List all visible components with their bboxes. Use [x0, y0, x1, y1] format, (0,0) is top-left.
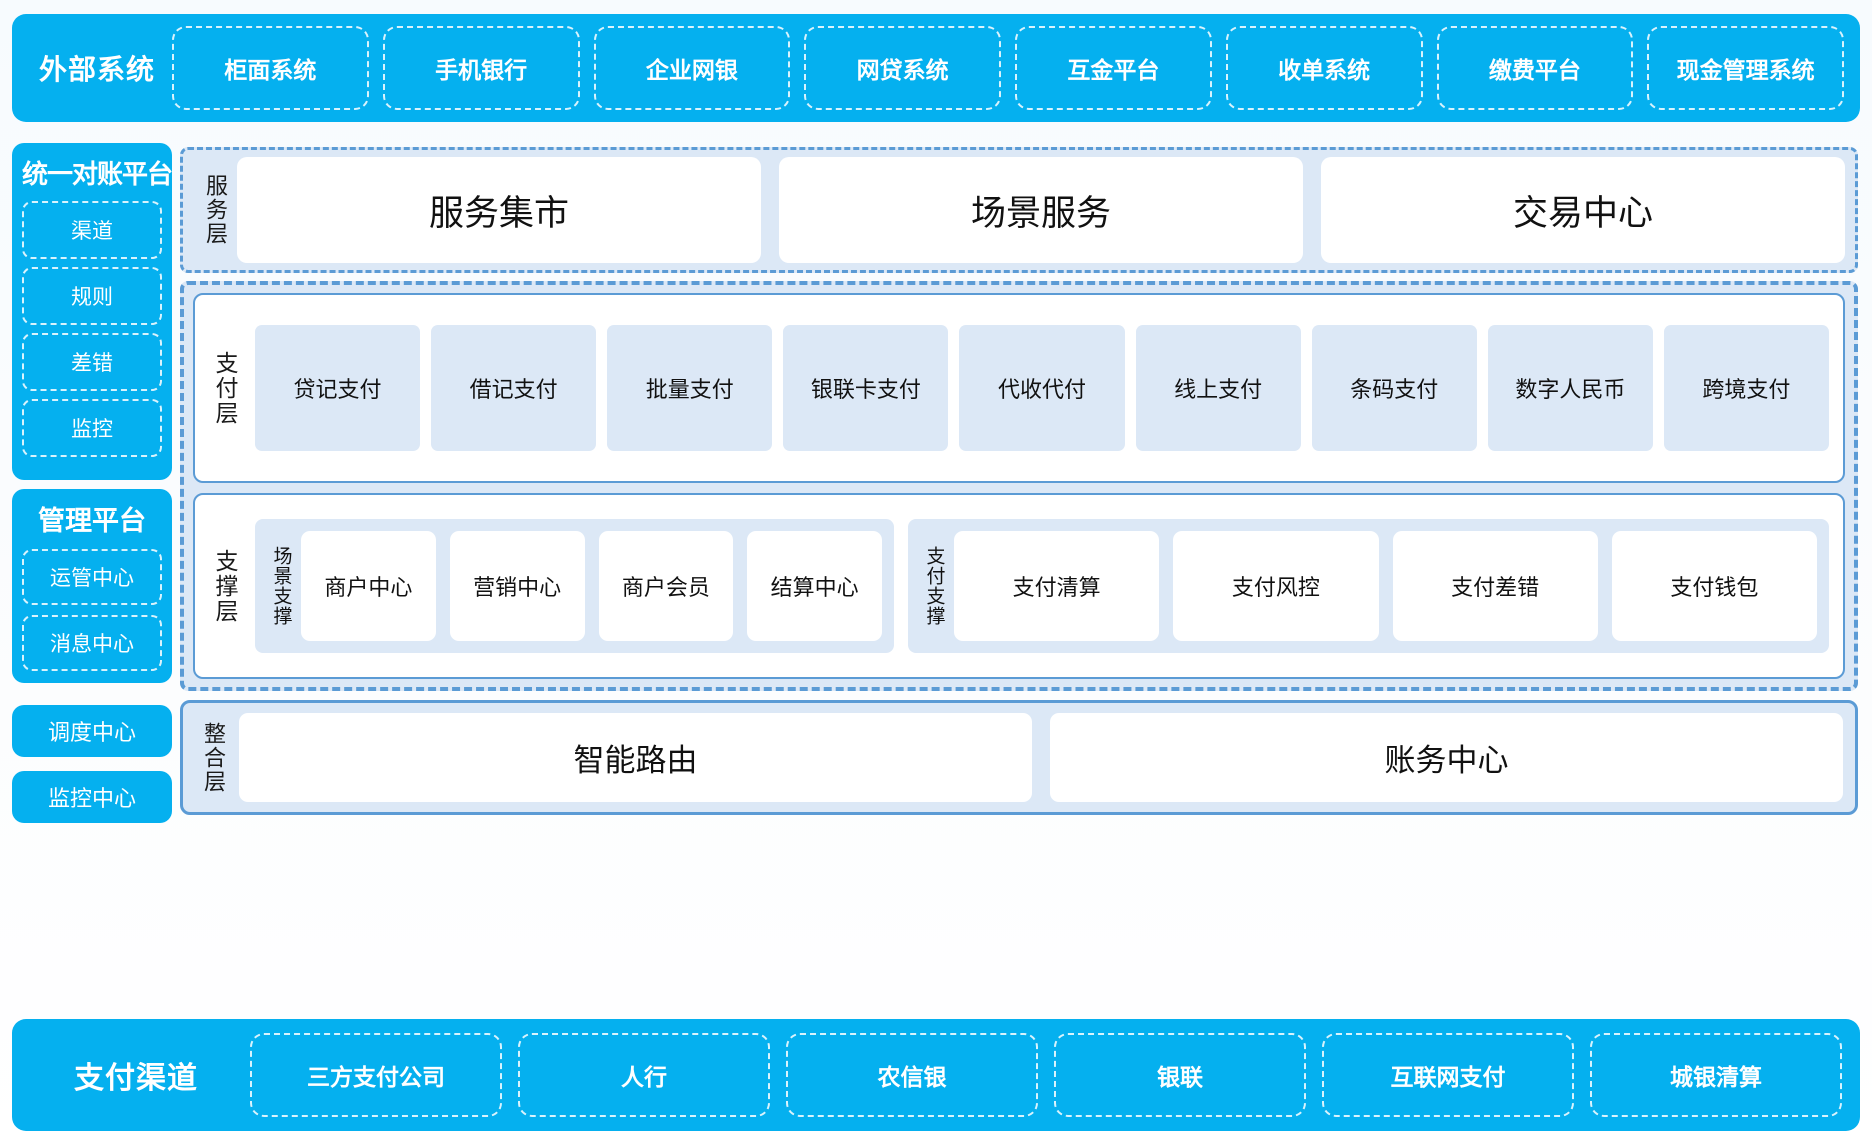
payment-channel-item[interactable]: 城银清算	[1590, 1033, 1842, 1117]
support-group-payment-list: 支付清算 支付风控 支付差错 支付钱包	[954, 531, 1817, 641]
integration-layer-label: 整合层	[201, 721, 226, 794]
integration-card-accounting-center[interactable]: 账务中心	[1050, 713, 1843, 802]
external-system-item[interactable]: 柜面系统	[172, 26, 369, 110]
payment-channel-item[interactable]: 互联网支付	[1322, 1033, 1574, 1117]
support-card-settlement-center[interactable]: 结算中心	[747, 531, 882, 641]
payment-channel-item[interactable]: 三方支付公司	[250, 1033, 502, 1117]
service-card-transaction-center[interactable]: 交易中心	[1321, 157, 1845, 263]
sidebar-item-monitor[interactable]: 监控	[22, 399, 162, 457]
support-card-payment-clearing[interactable]: 支付清算	[954, 531, 1160, 641]
external-system-item[interactable]: 现金管理系统	[1647, 26, 1844, 110]
payment-layer-panel: 支付层 贷记支付 借记支付 批量支付 银联卡支付 代收代付 线上支付 条码支付 …	[193, 293, 1845, 483]
sidebar-item-scheduling-center[interactable]: 调度中心	[12, 705, 172, 757]
service-card-marketplace[interactable]: 服务集市	[237, 157, 761, 263]
external-system-item[interactable]: 网贷系统	[804, 26, 1001, 110]
sidebar-item-message-center[interactable]: 消息中心	[22, 615, 162, 671]
support-group-payment: 支付支撑 支付清算 支付风控 支付差错 支付钱包	[908, 519, 1829, 653]
sidebar-item-rule[interactable]: 规则	[22, 267, 162, 325]
support-group-scenario: 场景支撑 商户中心 营销中心 商户会员 结算中心	[255, 519, 894, 653]
support-layer-groups: 场景支撑 商户中心 营销中心 商户会员 结算中心 支付支撑 支付清算 支付风控 …	[251, 501, 1833, 671]
payment-card-digital-rmb[interactable]: 数字人民币	[1487, 325, 1653, 451]
external-system-item[interactable]: 互金平台	[1015, 26, 1212, 110]
payment-card-barcode[interactable]: 条码支付	[1311, 325, 1477, 451]
payment-channels-list: 三方支付公司 人行 农信银 银联 互联网支付 城银清算	[250, 1033, 1842, 1117]
external-systems-bar: 外部系统 柜面系统 手机银行 企业网银 网贷系统 互金平台 收单系统 缴费平台 …	[12, 14, 1860, 122]
sidebar-item-monitoring-center[interactable]: 监控中心	[12, 771, 172, 823]
support-card-merchant-center[interactable]: 商户中心	[301, 531, 436, 641]
payment-card-unionpay[interactable]: 银联卡支付	[783, 325, 949, 451]
external-system-item[interactable]: 缴费平台	[1436, 26, 1634, 110]
sidebar-item-channel[interactable]: 渠道	[22, 201, 162, 259]
payment-layer-label: 支付层	[212, 350, 238, 426]
payment-card-credit[interactable]: 贷记支付	[255, 325, 421, 451]
external-system-item[interactable]: 收单系统	[1225, 26, 1423, 110]
support-group-payment-label: 支付支撑	[923, 546, 945, 626]
management-platform-panel: 管理平台 运管中心 消息中心	[12, 489, 172, 683]
service-layer-list: 服务集市 场景服务 交易中心	[237, 157, 1845, 263]
support-group-scenario-label: 场景支撑	[270, 546, 292, 626]
external-systems-list: 柜面系统 手机银行 企业网银 网贷系统 互金平台 收单系统 缴费平台 现金管理系…	[172, 26, 1844, 110]
unified-reconciliation-platform-title: 统一对账平台	[22, 159, 173, 189]
support-card-merchant-member[interactable]: 商户会员	[598, 531, 734, 641]
payment-channel-item[interactable]: 人行	[518, 1033, 770, 1117]
integration-layer-list: 智能路由 账务中心	[239, 713, 1843, 802]
payment-channels-title: 支付渠道	[74, 1062, 198, 1095]
support-card-payment-error[interactable]: 支付差错	[1392, 531, 1598, 641]
external-systems-title: 外部系统	[38, 54, 155, 85]
unified-reconciliation-platform-panel: 统一对账平台 渠道 规则 差错 监控	[12, 143, 173, 480]
payment-card-cross-border[interactable]: 跨境支付	[1663, 325, 1829, 451]
payment-channels-bar: 支付渠道 三方支付公司 人行 农信银 银联 互联网支付 城银清算	[12, 1019, 1860, 1131]
payment-support-container: 支付层 贷记支付 借记支付 批量支付 银联卡支付 代收代付 线上支付 条码支付 …	[180, 281, 1858, 691]
support-layer-panel: 支撑层 场景支撑 商户中心 营销中心 商户会员 结算中心 支付支撑 支付清算	[193, 493, 1845, 679]
sidebar-item-operations-center[interactable]: 运管中心	[22, 549, 162, 605]
payment-card-debit[interactable]: 借记支付	[431, 325, 597, 451]
payment-channel-item[interactable]: 银联	[1054, 1033, 1306, 1117]
payment-channel-item[interactable]: 农信银	[786, 1033, 1038, 1117]
support-group-scenario-list: 商户中心 营销中心 商户会员 结算中心	[301, 531, 882, 641]
payment-card-collection-payment[interactable]: 代收代付	[959, 325, 1125, 451]
payment-card-batch[interactable]: 批量支付	[607, 325, 773, 451]
sidebar-item-error[interactable]: 差错	[22, 333, 162, 391]
service-card-scenario-service[interactable]: 场景服务	[779, 157, 1303, 263]
payment-layer-list: 贷记支付 借记支付 批量支付 银联卡支付 代收代付 线上支付 条码支付 数字人民…	[251, 301, 1833, 475]
support-card-marketing-center[interactable]: 营销中心	[449, 531, 585, 641]
support-card-payment-risk[interactable]: 支付风控	[1173, 531, 1379, 641]
support-card-payment-wallet[interactable]: 支付钱包	[1611, 531, 1817, 641]
service-layer-label: 服务层	[203, 174, 228, 246]
external-system-item[interactable]: 企业网银	[593, 26, 791, 110]
service-layer-container: 服务层 服务集市 场景服务 交易中心	[180, 147, 1858, 273]
management-platform-title: 管理平台	[38, 506, 146, 536]
support-layer-label: 支撑层	[212, 548, 238, 624]
external-system-item[interactable]: 手机银行	[382, 26, 580, 110]
integration-layer-panel: 整合层 智能路由 账务中心	[180, 700, 1858, 815]
payment-card-online[interactable]: 线上支付	[1135, 325, 1301, 451]
integration-card-smart-routing[interactable]: 智能路由	[239, 713, 1032, 802]
